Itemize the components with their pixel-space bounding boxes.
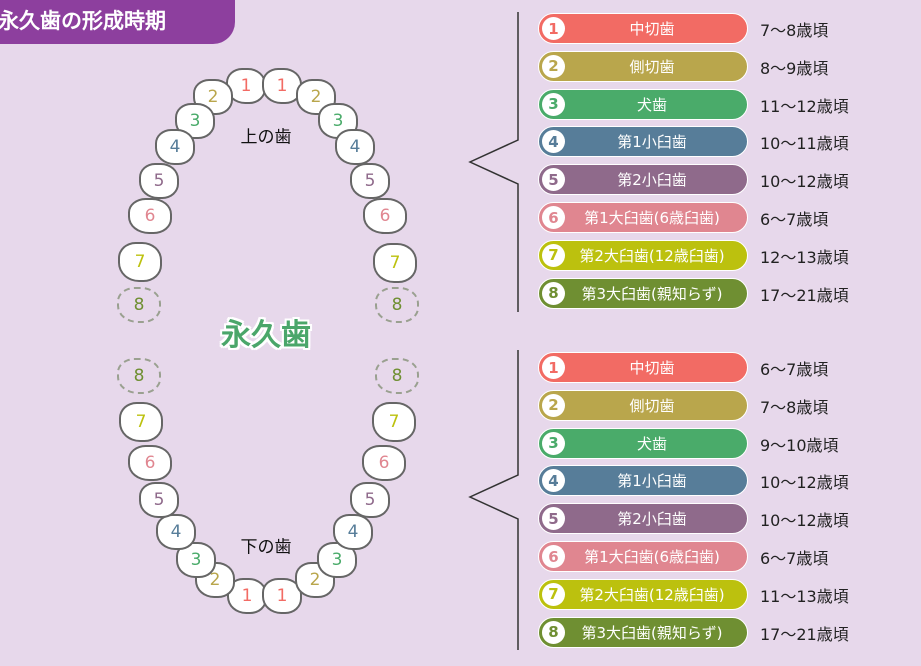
tooth-name: 側切歯 [629,57,675,76]
tooth-name: 犬歯 [636,95,667,114]
tooth-number-badge: 6 [542,206,565,229]
tooth-number-badge: 8 [542,620,565,644]
tooth-number-badge: 4 [542,469,565,493]
lower-eruption-age: 6〜7歳頃 [760,360,829,379]
tooth-number-badge: 5 [542,507,565,531]
lower-tooth-pill: 6 第1大臼歯(6歳臼歯) [538,541,748,572]
permanent-teeth-label: 永久歯 [221,318,311,353]
tooth-number-badge: 3 [542,92,565,116]
tooth-upper-right-1: 1 [262,68,302,104]
tooth-upper-left-7: 7 [118,242,162,282]
lower-eruption-age: 10〜12歳頃 [760,473,849,493]
upper-tooth-pill: 4 第1小臼歯 [538,126,748,158]
tooth-name: 第2小臼歯 [617,171,687,190]
upper-eruption-age: 8〜9歳頃 [760,58,829,78]
lower-tooth-pill: 8 第3大臼歯(親知らず) [538,616,748,648]
tooth-name: 第2大臼歯(12歳臼歯) [579,246,725,265]
tooth-name: 第1大臼歯(6歳臼歯) [584,209,720,227]
tooth-number-badge: 7 [542,243,565,267]
upper-tooth-pill: 2 側切歯 [538,50,748,82]
tooth-name: 犬歯 [636,434,667,453]
upper-tooth-pill: 8 第3大臼歯(親知らず) [538,277,748,309]
lower-tooth-pill: 2 側切歯 [538,389,748,421]
tooth-upper-right-4: 4 [335,129,375,165]
lower-tooth-pill: 1 中切歯 [538,352,748,383]
tooth-name: 側切歯 [629,396,675,415]
upper-eruption-age: 12〜13歳頃 [760,247,849,267]
tooth-upper-left-2: 2 [193,79,233,115]
tooth-upper-left-5: 5 [139,163,179,199]
tooth-name: 第1大臼歯(6歳臼歯) [584,548,720,566]
tooth-name: 第3大臼歯(親知らず) [581,284,723,303]
upper-eruption-age: 7〜8歳頃 [760,21,829,40]
upper-eruption-age: 6〜7歳頃 [760,210,829,229]
tooth-name: 第3大臼歯(親知らず) [581,623,723,642]
lower-eruption-age: 10〜12歳頃 [760,511,849,531]
tooth-number-badge: 1 [542,356,565,379]
lower-tooth-pill: 5 第2小臼歯 [538,503,748,535]
tooth-lower-left-5: 5 [139,482,179,518]
tooth-number-badge: 6 [542,545,565,568]
upper-tooth-pill: 7 第2大臼歯(12歳臼歯) [538,239,748,271]
tooth-upper-right-6: 6 [363,198,407,234]
tooth-upper-left-6: 6 [128,198,172,234]
tooth-name: 第1小臼歯 [617,133,687,152]
tooth-lower-right-1: 1 [262,578,302,614]
upper-eruption-age: 11〜12歳頃 [760,96,849,116]
lower-eruption-age: 11〜13歳頃 [760,586,849,606]
upper-teeth-label: 上の歯 [240,127,292,148]
tooth-number-badge: 2 [542,393,565,417]
tooth-name: 第1小臼歯 [617,472,687,491]
tooth-number-badge: 7 [542,582,565,606]
tooth-upper-left-8: 8 [117,287,161,323]
tooth-lower-right-8: 8 [375,358,419,394]
tooth-name: 中切歯 [629,359,675,377]
lower-eruption-age: 6〜7歳頃 [760,549,829,568]
upper-eruption-age: 10〜12歳頃 [760,172,849,192]
upper-tooth-pill: 1 中切歯 [538,13,748,44]
upper-tooth-pill: 3 犬歯 [538,88,748,120]
upper-eruption-age: 10〜11歳頃 [760,134,849,154]
tooth-upper-left-4: 4 [155,129,195,165]
tooth-number-badge: 5 [542,168,565,192]
tooth-lower-right-5: 5 [350,482,390,518]
tooth-upper-right-5: 5 [350,163,390,199]
tooth-name: 中切歯 [629,20,675,38]
lower-tooth-pill: 4 第1小臼歯 [538,465,748,497]
lower-tooth-pill: 7 第2大臼歯(12歳臼歯) [538,578,748,610]
tooth-number-badge: 1 [542,17,565,40]
page-title: 永久歯の形成時期 [0,0,235,44]
tooth-lower-left-6: 6 [128,445,172,481]
tooth-lower-right-7: 7 [372,402,416,442]
upper-tooth-pill: 5 第2小臼歯 [538,164,748,196]
tooth-number-badge: 3 [542,431,565,455]
tooth-number-badge: 4 [542,130,565,154]
lower-eruption-age: 17〜21歳頃 [760,624,849,644]
tooth-lower-right-3: 3 [317,542,357,578]
lower-teeth-label: 下の歯 [240,537,292,558]
tooth-name: 第2大臼歯(12歳臼歯) [579,585,725,604]
tooth-upper-right-8: 8 [375,287,419,323]
tooth-number-badge: 2 [542,54,565,78]
upper-tooth-pill: 6 第1大臼歯(6歳臼歯) [538,202,748,233]
tooth-upper-right-7: 7 [373,243,417,283]
upper-eruption-age: 17〜21歳頃 [760,285,849,305]
lower-tooth-pill: 3 犬歯 [538,427,748,459]
tooth-number-badge: 8 [542,281,565,305]
tooth-lower-left-8: 8 [117,358,161,394]
tooth-lower-left-7: 7 [119,402,163,442]
tooth-lower-right-4: 4 [333,514,373,550]
lower-eruption-age: 9〜10歳頃 [760,435,839,455]
tooth-lower-left-4: 4 [156,514,196,550]
lower-eruption-age: 7〜8歳頃 [760,397,829,417]
tooth-name: 第2小臼歯 [617,510,687,529]
tooth-lower-left-2: 2 [195,562,235,598]
tooth-lower-right-6: 6 [362,445,406,481]
